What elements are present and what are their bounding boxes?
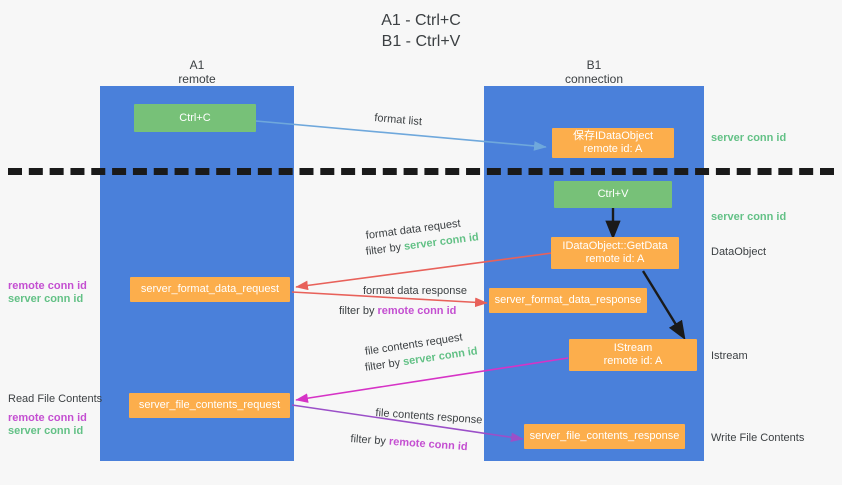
annotation-write-file-contents: Write File Contents [711, 432, 805, 444]
edge-label-file-contents-response-filter-prefix: filter by [350, 432, 390, 448]
column-header-a1-subtitle: remote [178, 72, 216, 86]
annotation-server-conn-id-top: server conn id [711, 132, 787, 144]
annotation-conn-ids-lower: remote conn id server conn id [8, 412, 87, 438]
node-getdata[interactable]: IDataObject::GetData remote id: A [551, 237, 679, 269]
annotation-server-conn-id-lower: server conn id [8, 425, 84, 437]
edge-label-file-contents-response: file contents response [375, 406, 483, 427]
column-header-b1-text: B1 [586, 58, 602, 72]
node-server-file-contents-response[interactable]: server_file_contents_response [524, 424, 685, 449]
node-server-file-contents-request[interactable]: server_file_contents_request [129, 393, 290, 418]
node-istream[interactable]: IStream remote id: A [569, 339, 697, 371]
edge-label-format-data-request-filter-prefix: filter by [365, 240, 405, 258]
node-server-format-data-request[interactable]: server_format_data_request [130, 277, 290, 302]
page-title: A1 - Ctrl+C B1 - Ctrl+V [381, 12, 461, 50]
annotation-remote-conn-id-lower: remote conn id [8, 412, 87, 424]
column-header-a1-text: A1 [189, 58, 205, 72]
annotation-conn-ids-upper: remote conn id server conn id [8, 280, 87, 306]
column-header-b1: B1 connection [484, 58, 704, 86]
node-ctrl-v[interactable]: Ctrl+V [554, 181, 672, 208]
node-server-format-data-response[interactable]: server_format_data_response [489, 288, 647, 313]
node-ctrl-c[interactable]: Ctrl+C [134, 104, 256, 132]
annotation-dataobject: DataObject [711, 246, 767, 258]
annotation-server-conn-id-upper: server conn id [8, 293, 84, 305]
node-save-idataobject[interactable]: 保存IDataObject remote id: A [552, 128, 674, 158]
annotation-istream: Istream [711, 350, 748, 362]
annotation-read-file-contents: Read File Contents [8, 393, 103, 405]
annotation-remote-conn-id-upper: remote conn id [8, 280, 87, 292]
edge-label-file-contents-response-filter-value: remote conn id [388, 435, 469, 454]
edge-label-format-data-response-filter: filter by remote conn id [339, 304, 456, 319]
column-header-a1: A1 remote [100, 58, 294, 86]
annotation-server-conn-id-mid: server conn id [711, 211, 787, 223]
edge-label-format-data-response: format data response [363, 285, 467, 297]
edge-label-format-data-response-filter-value: remote conn id [377, 305, 457, 317]
edge-label-format-data-response-filter-prefix: filter by [339, 305, 378, 317]
edge-label-format-list: format list [373, 111, 423, 129]
edge-label-file-contents-response-filter: filter by remote conn id [350, 432, 468, 455]
section-divider [8, 168, 834, 175]
column-header-b1-subtitle: connection [564, 72, 624, 86]
